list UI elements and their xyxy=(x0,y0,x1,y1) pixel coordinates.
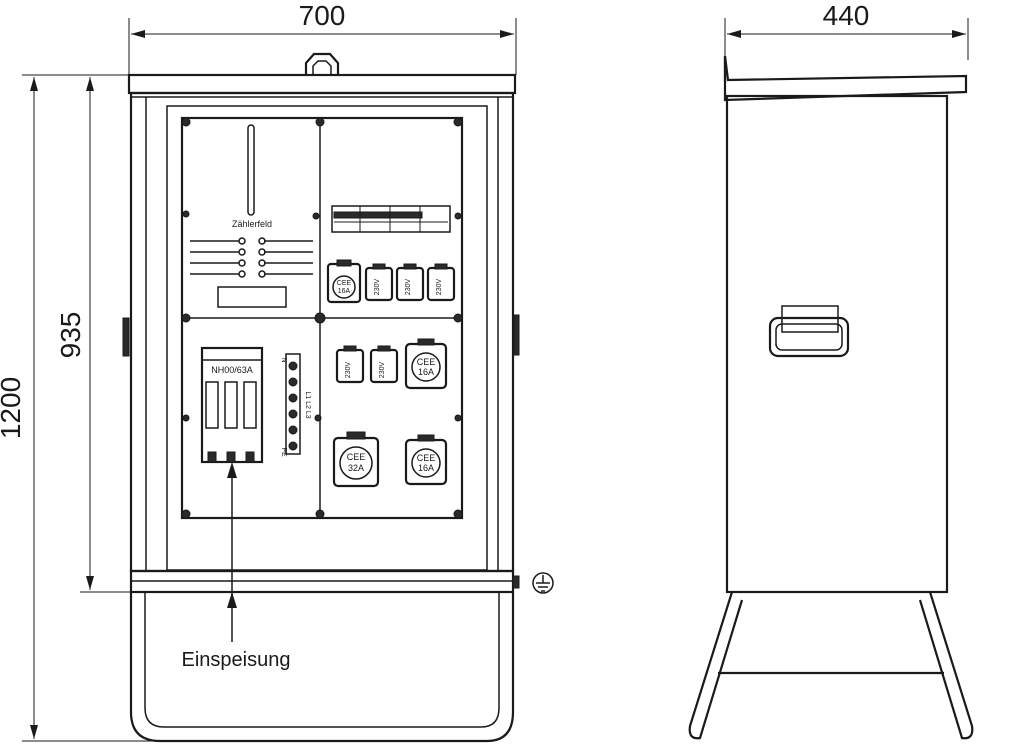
svg-text:16A: 16A xyxy=(418,463,434,473)
circuit-breaker-rail xyxy=(331,205,451,233)
svg-text:CEE: CEE xyxy=(337,280,352,287)
svg-text:CEE: CEE xyxy=(417,453,436,463)
lifting-eye-icon xyxy=(304,52,340,75)
socket-cee-16-bottom: CEE 16A xyxy=(404,434,448,486)
socket-row-bottom: 230V 230V CEE 16A CEE 32A xyxy=(332,338,448,488)
socket-cee-16-top: CEE 16A xyxy=(326,259,362,304)
svg-text:230V: 230V xyxy=(379,362,386,379)
feed-in-arrow: Einspeisung xyxy=(182,462,291,671)
svg-text:230V: 230V xyxy=(374,279,381,296)
ground-symbol-icon xyxy=(532,572,554,594)
dimension-side-width: 440 xyxy=(724,0,969,60)
handle-icon xyxy=(768,305,850,358)
feed-in-label: Einspeisung xyxy=(182,649,291,671)
socket-cee-32: CEE 32A xyxy=(332,431,380,488)
svg-text:N: N xyxy=(280,357,287,362)
socket-schuko-mid-2: 230V xyxy=(369,345,399,384)
socket-schuko-top-3: 230V xyxy=(426,263,456,302)
socket-schuko-top-1: 230V xyxy=(364,263,394,302)
socket-row-top: CEE 16A 230V 230V 230V xyxy=(326,259,456,304)
svg-text:16A: 16A xyxy=(418,367,434,377)
front-width-label: 700 xyxy=(299,0,346,31)
cabinet-height-label: 935 xyxy=(55,312,86,359)
socket-schuko-mid-1: 230V xyxy=(335,345,365,384)
socket-cee-16-mid: CEE 16A xyxy=(404,338,448,390)
terminal-block: N L1 L2 L3 PE xyxy=(280,353,311,457)
svg-text:CEE: CEE xyxy=(417,357,436,367)
meter-field: Zählerfeld xyxy=(190,124,313,308)
svg-text:16A: 16A xyxy=(338,288,351,295)
svg-text:CEE: CEE xyxy=(347,452,366,462)
svg-text:PE: PE xyxy=(280,447,287,457)
svg-text:230V: 230V xyxy=(436,279,443,296)
meter-field-label: Zählerfeld xyxy=(232,219,272,229)
svg-text:230V: 230V xyxy=(345,362,352,379)
svg-text:230V: 230V xyxy=(405,279,412,296)
dimension-front-width: 700 xyxy=(128,0,517,75)
side-width-label: 440 xyxy=(823,0,870,31)
fuse-label: NH00/63A xyxy=(211,365,253,375)
mounting-screws xyxy=(181,117,463,519)
meter-terminals xyxy=(190,237,313,278)
dimension-cabinet-height: 935 xyxy=(55,74,130,593)
svg-text:L1 L2 L3: L1 L2 L3 xyxy=(304,391,311,418)
side-view xyxy=(688,55,974,740)
svg-text:32A: 32A xyxy=(348,463,364,473)
side-legs xyxy=(688,591,974,740)
socket-schuko-top-2: 230V xyxy=(395,263,425,302)
dimension-total-height: 1200 xyxy=(0,74,160,742)
main-fuse-switch: NH00/63A xyxy=(200,346,264,464)
front-view: Zählerfeld xyxy=(122,52,554,743)
total-height-label: 1200 xyxy=(0,377,26,439)
